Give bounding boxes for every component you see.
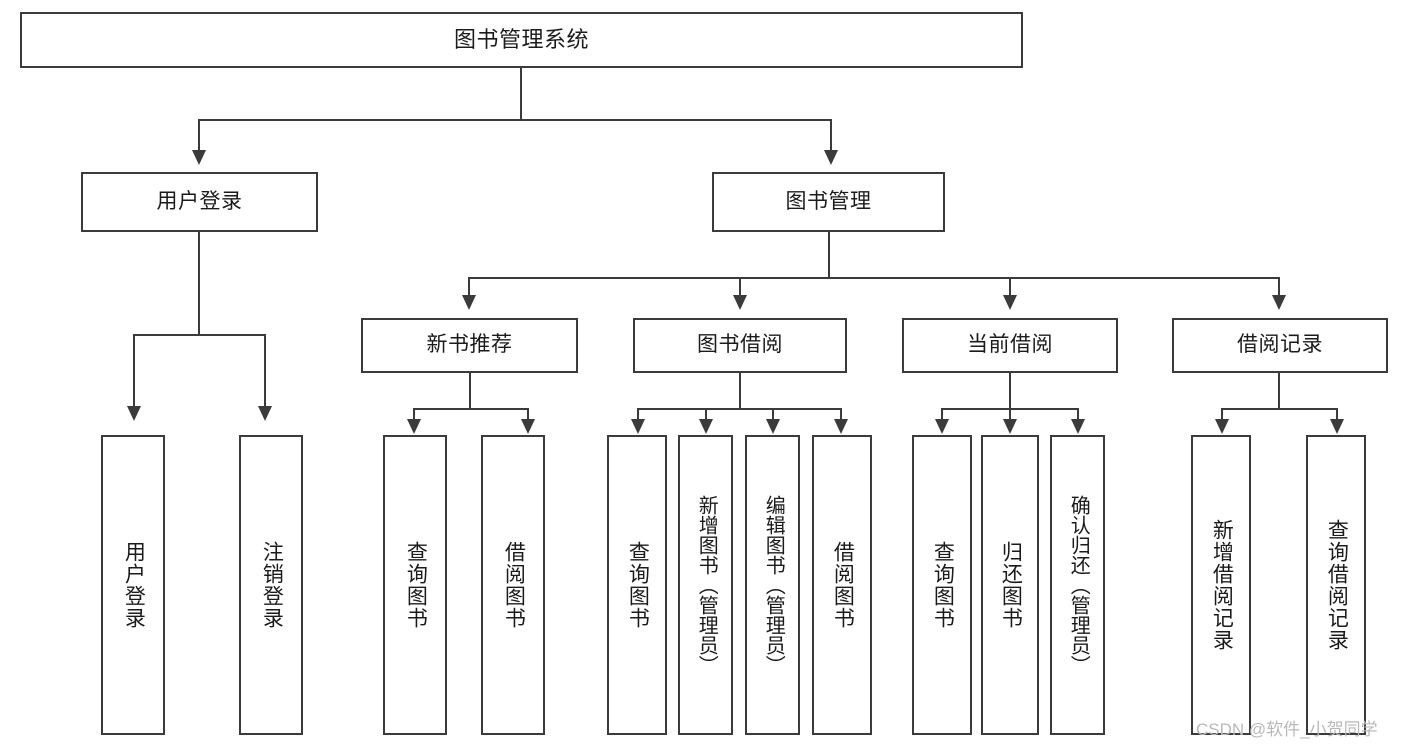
- arrowhead-bookmgmt-t2a: [462, 295, 476, 310]
- leaf-label: 查询借阅记录: [1325, 519, 1349, 651]
- node-label: 图书借阅: [697, 333, 783, 357]
- arrowhead-root-to-bookmgmt: [824, 150, 838, 165]
- leaf-label: 新增图书（管理员）: [695, 495, 718, 675]
- connector-userlogin-to-leaf1: [133, 334, 135, 406]
- connector-bookborrow-to-leaf4: [840, 408, 842, 419]
- arrowhead-bookborrow-leaf3: [766, 419, 780, 434]
- node-new-book-recommend[interactable]: 新书推荐: [361, 318, 578, 373]
- connector-bookborrow-stem: [739, 373, 741, 409]
- node-label: 用户登录: [156, 189, 243, 213]
- connector-bookborrow-to-leaf2: [705, 408, 707, 419]
- arrowhead-root-to-userlogin: [192, 150, 206, 165]
- leaf-edit-book-admin[interactable]: 编辑图书（管理员）: [745, 435, 800, 735]
- leaf-label: 查询图书: [626, 541, 650, 629]
- connector-newbook-to-leaf2: [527, 408, 529, 419]
- arrowhead-borrowrecord-leaf1: [1215, 419, 1229, 434]
- leaf-label: 新增借阅记录: [1210, 519, 1234, 651]
- leaf-label: 查询图书: [931, 541, 955, 629]
- arrowhead-userlogin-leaf1: [127, 406, 141, 421]
- leaf-return-book[interactable]: 归还图书: [981, 435, 1039, 735]
- leaf-query-book-newbook[interactable]: 查询图书: [383, 435, 447, 735]
- connector-newbook-bus: [413, 408, 529, 410]
- leaf-borrow-book-newbook[interactable]: 借阅图书: [481, 435, 545, 735]
- arrowhead-bookmgmt-t2c: [1003, 295, 1017, 310]
- node-label: 图书管理: [785, 189, 872, 213]
- connector-bookborrow-to-leaf3: [772, 408, 774, 419]
- node-label: 新书推荐: [426, 333, 513, 357]
- node-borrow-record[interactable]: 借阅记录: [1172, 318, 1388, 373]
- connector-borrowrecord-stem: [1278, 373, 1280, 409]
- leaf-confirm-return-admin[interactable]: 确认归还（管理员）: [1050, 435, 1105, 735]
- leaf-logout-login[interactable]: 注销登录: [239, 435, 303, 735]
- arrowhead-newbook-leaf2: [521, 419, 535, 434]
- node-label: 当前借阅: [967, 333, 1053, 357]
- connector-borrowrecord-to-leaf2: [1336, 408, 1338, 419]
- leaf-user-login[interactable]: 用户登录: [101, 435, 165, 735]
- connector-userlogin-bus: [133, 334, 266, 336]
- connector-currentborrow-to-leaf2: [1009, 408, 1011, 419]
- leaf-query-borrow-record[interactable]: 查询借阅记录: [1306, 435, 1366, 735]
- leaf-label: 确认归还（管理员）: [1067, 495, 1090, 675]
- arrowhead-bookmgmt-t2d: [1272, 295, 1286, 310]
- connector-root-stem: [520, 68, 522, 120]
- leaf-add-borrow-record[interactable]: 新增借阅记录: [1191, 435, 1251, 735]
- arrowhead-userlogin-leaf2: [258, 406, 272, 421]
- connector-root-to-userlogin: [198, 119, 200, 150]
- node-book-borrow[interactable]: 图书借阅: [633, 318, 847, 373]
- leaf-label: 归还图书: [999, 541, 1023, 629]
- connector-currentborrow-stem: [1009, 373, 1011, 409]
- arrowhead-currentborrow-leaf2: [1003, 419, 1017, 434]
- leaf-query-book-bookborrow[interactable]: 查询图书: [607, 435, 667, 735]
- connector-bookborrow-bus: [637, 408, 842, 410]
- connector-newbook-to-leaf1: [413, 408, 415, 419]
- connector-currentborrow-to-leaf3: [1077, 408, 1079, 419]
- connector-bookborrow-to-leaf1: [637, 408, 639, 419]
- connector-borrowrecord-to-leaf1: [1221, 408, 1223, 419]
- leaf-label: 借阅图书: [502, 541, 526, 629]
- leaf-label: 查询图书: [404, 541, 428, 629]
- arrowhead-bookborrow-leaf2: [699, 419, 713, 434]
- leaf-query-book-currentborrow[interactable]: 查询图书: [912, 435, 972, 735]
- node-label: 图书管理系统: [453, 27, 589, 53]
- connector-bookmgmt-to-t2b: [739, 277, 741, 295]
- leaf-label: 注销登录: [260, 541, 284, 629]
- leaf-label: 借阅图书: [831, 541, 855, 629]
- node-current-borrow[interactable]: 当前借阅: [902, 318, 1118, 373]
- connector-root-bus: [198, 119, 832, 121]
- arrowhead-newbook-leaf1: [407, 419, 421, 434]
- node-root-system[interactable]: 图书管理系统: [20, 12, 1023, 68]
- connector-newbook-stem: [469, 373, 471, 409]
- arrowhead-currentborrow-leaf1: [935, 419, 949, 434]
- connector-bookmgmt-to-t2a: [468, 277, 470, 295]
- connector-root-to-bookmgmt: [830, 119, 832, 150]
- arrowhead-currentborrow-leaf3: [1071, 419, 1085, 434]
- connector-bookmgmt-to-t2c: [1009, 277, 1011, 295]
- node-label: 借阅记录: [1237, 333, 1323, 357]
- node-user-login[interactable]: 用户登录: [81, 172, 318, 232]
- connector-userlogin-stem: [198, 232, 200, 335]
- connector-currentborrow-to-leaf1: [941, 408, 943, 419]
- connector-userlogin-to-leaf2: [264, 334, 266, 406]
- arrowhead-bookborrow-leaf1: [631, 419, 645, 434]
- leaf-label: 用户登录: [122, 541, 146, 629]
- leaf-borrow-book-bookborrow[interactable]: 借阅图书: [812, 435, 872, 735]
- connector-bookmgmt-to-t2d: [1278, 277, 1280, 295]
- arrowhead-bookborrow-leaf4: [834, 419, 848, 434]
- connector-bookmgmt-bus: [468, 277, 1280, 279]
- leaf-add-book-admin[interactable]: 新增图书（管理员）: [678, 435, 733, 735]
- arrowhead-borrowrecord-leaf2: [1330, 419, 1344, 434]
- node-book-management[interactable]: 图书管理: [712, 172, 945, 232]
- connector-bookmgmt-stem: [828, 232, 830, 278]
- leaf-label: 编辑图书（管理员）: [762, 495, 785, 675]
- arrowhead-bookmgmt-t2b: [733, 295, 747, 310]
- connector-borrowrecord-bus: [1221, 408, 1338, 410]
